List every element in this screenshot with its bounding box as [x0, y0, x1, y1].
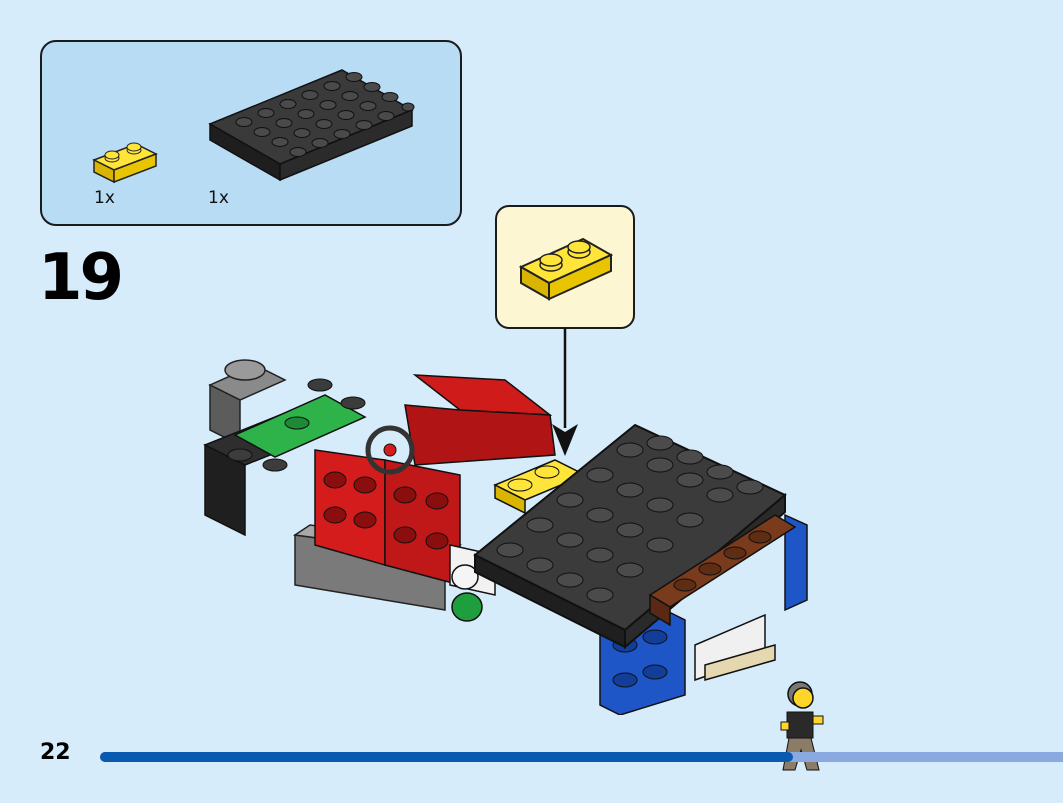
vehicle-model-illustration: [203, 359, 808, 715]
parts-list-box: 1x 1x: [40, 40, 462, 226]
minifigure-walker-icon: [780, 681, 824, 771]
black-plate-4x6-part-image: [208, 69, 415, 182]
placement-arrow: [552, 328, 578, 456]
progress-bar: [100, 752, 1063, 762]
yellow-plate-1x2-callout-image: [518, 237, 614, 301]
part-callout-box: [495, 205, 635, 329]
part-quantity: 1x: [94, 188, 115, 208]
step-number: 19: [38, 241, 124, 315]
yellow-plate-1x2-part-image: [92, 142, 158, 184]
page-number: 22: [40, 740, 71, 765]
part-quantity: 1x: [208, 188, 229, 208]
progress-bar-fill: [100, 752, 794, 762]
